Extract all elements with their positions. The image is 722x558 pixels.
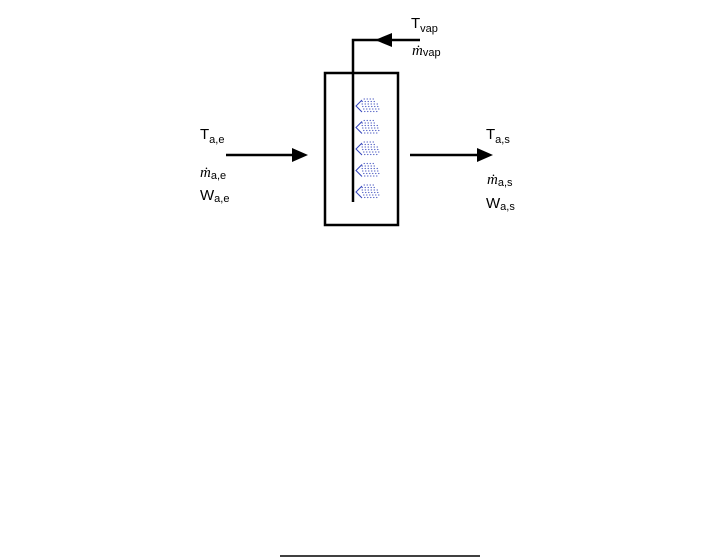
vapor-mass-flow-label: ṁvap — [412, 43, 441, 59]
spray-nozzle — [355, 98, 380, 113]
air-inlet-arrowhead — [292, 148, 308, 162]
outlet-temperature-label: Ta,s — [486, 126, 510, 146]
inlet-humidity-label: Wa,e — [200, 187, 229, 205]
spray-nozzle — [355, 184, 380, 199]
outlet-humidity-label: Wa,s — [486, 195, 515, 213]
vapor-temperature-label: Tvap — [411, 15, 438, 35]
humidifier-chamber — [323, 71, 400, 227]
air-outlet-arrowhead — [477, 148, 493, 162]
spray-nozzles — [355, 98, 380, 199]
inlet-mass-flow-label: ṁa,e — [200, 165, 226, 182]
outlet-mass-flow-label: ṁa,s — [487, 172, 513, 189]
vapor-supply-pipe — [351, 38, 420, 202]
spray-nozzle — [355, 162, 380, 177]
vapor-inlet-arrowhead — [375, 33, 392, 47]
inlet-temperature-label: Ta,e — [200, 126, 224, 146]
spray-nozzle — [355, 119, 380, 134]
spray-nozzle — [355, 141, 380, 156]
